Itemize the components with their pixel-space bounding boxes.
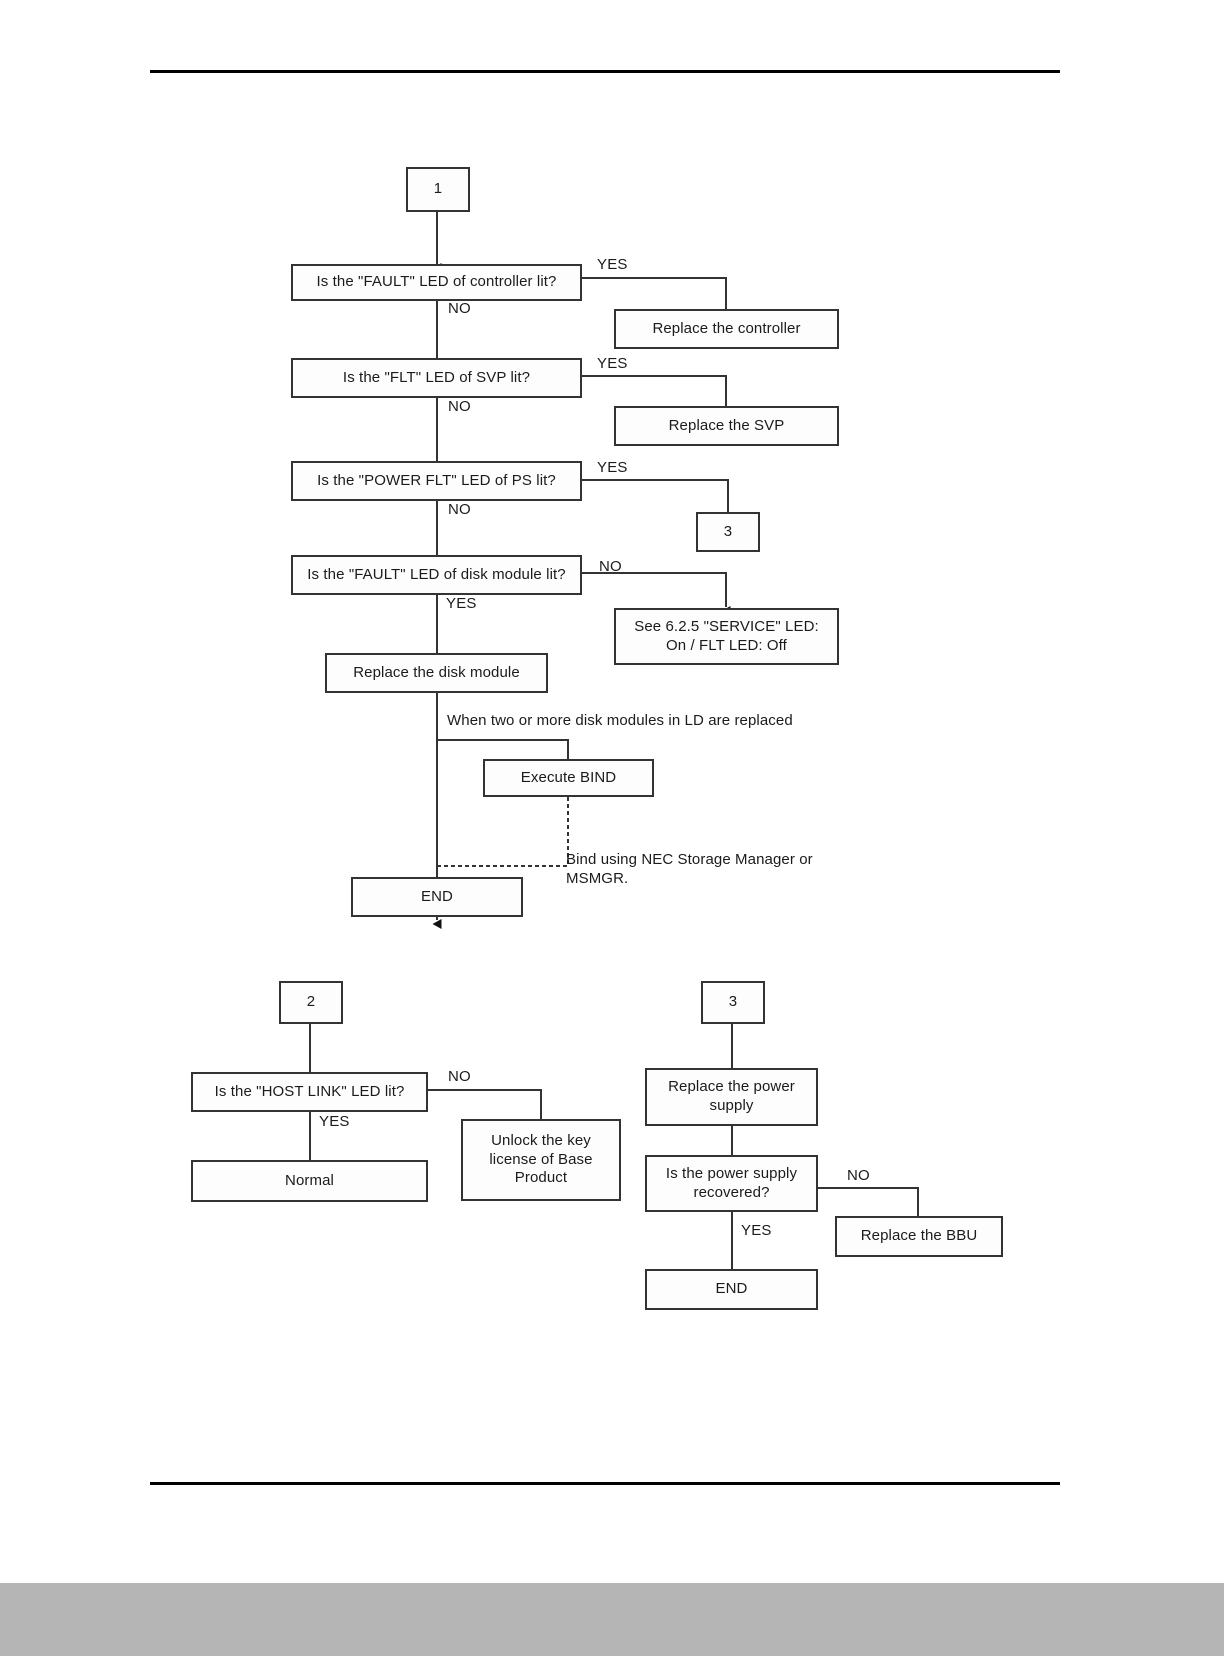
flow3-action-replace-power-supply-label: Replace the power supply bbox=[668, 1078, 795, 1114]
flow1-connector-3-label: 3 bbox=[723, 522, 733, 540]
flow2-result-normal[interactable]: Normal bbox=[191, 1160, 428, 1202]
flow1-start-label: 1 bbox=[433, 180, 443, 198]
flow3-action-replace-bbu-label: Replace the BBU bbox=[860, 1227, 978, 1245]
flow2-start-node[interactable]: 2 bbox=[279, 981, 343, 1024]
header-rule bbox=[150, 70, 1060, 73]
footer-gray-bar bbox=[0, 1583, 1224, 1656]
flow1-action-replace-disk-module[interactable]: Replace the disk module bbox=[325, 653, 548, 693]
flow1-label-power-flt-no: NO bbox=[448, 501, 471, 518]
flow1-note-bind-using: Bind using NEC Storage Manager or MSMGR. bbox=[566, 830, 866, 889]
flow1-end-node[interactable]: END bbox=[351, 877, 523, 917]
flow1-label-power-flt-yes: YES bbox=[597, 459, 628, 476]
flow3-start-node[interactable]: 3 bbox=[701, 981, 765, 1024]
flow1-question-flt-svp-label: Is the "FLT" LED of SVP lit? bbox=[342, 368, 531, 386]
flow1-action-execute-bind[interactable]: Execute BIND bbox=[483, 759, 654, 797]
flow1-action-replace-controller-label: Replace the controller bbox=[652, 319, 801, 337]
flow3-question-power-recovered-label: Is the power supply recovered? bbox=[665, 1164, 798, 1201]
flow1-note-two-or-more: When two or more disk modules in LD are … bbox=[447, 711, 847, 731]
footer-rule bbox=[150, 1482, 1060, 1485]
flow1-end-label: END bbox=[421, 887, 453, 905]
flow1-action-replace-svp-label: Replace the SVP bbox=[668, 416, 785, 434]
flow3-action-replace-power-supply[interactable]: Replace the power supply bbox=[645, 1068, 818, 1126]
flow1-connector-3[interactable]: 3 bbox=[696, 512, 760, 552]
flow1-question-fault-disk[interactable]: Is the "FAULT" LED of disk module lit? bbox=[291, 555, 582, 595]
flow1-action-execute-bind-label: Execute BIND bbox=[520, 768, 617, 786]
flow2-label-host-link-yes: YES bbox=[319, 1113, 350, 1130]
flow1-label-fault-controller-yes: YES bbox=[597, 256, 628, 273]
flow1-question-power-flt-ps-label: Is the "POWER FLT" LED of PS lit? bbox=[317, 471, 556, 489]
flow1-action-replace-disk-module-label: Replace the disk module bbox=[353, 663, 520, 681]
flow3-end-label: END bbox=[715, 1280, 748, 1298]
flow1-label-flt-svp-yes: YES bbox=[597, 355, 628, 372]
flow1-label-fault-disk-yes: YES bbox=[446, 595, 477, 612]
flow1-label-fault-disk-no: NO bbox=[599, 558, 622, 575]
flow1-question-fault-controller[interactable]: Is the "FAULT" LED of controller lit? bbox=[291, 264, 582, 301]
flow1-label-fault-controller-no: NO bbox=[448, 300, 471, 317]
flow1-question-fault-disk-label: Is the "FAULT" LED of disk module lit? bbox=[307, 565, 566, 583]
flow3-start-label: 3 bbox=[728, 993, 738, 1011]
flow2-start-label: 2 bbox=[306, 993, 316, 1011]
flow3-label-recovered-no: NO bbox=[847, 1167, 870, 1184]
flow1-label-flt-svp-no: NO bbox=[448, 398, 471, 415]
flow1-question-flt-svp[interactable]: Is the "FLT" LED of SVP lit? bbox=[291, 358, 582, 398]
flow1-question-fault-controller-label: Is the "FAULT" LED of controller lit? bbox=[316, 273, 557, 291]
flow2-question-host-link-label: Is the "HOST LINK" LED lit? bbox=[214, 1082, 405, 1100]
flow1-action-replace-svp[interactable]: Replace the SVP bbox=[614, 406, 839, 446]
flow3-action-replace-bbu[interactable]: Replace the BBU bbox=[835, 1216, 1003, 1257]
flow3-label-recovered-yes: YES bbox=[741, 1222, 772, 1239]
flow1-question-power-flt-ps[interactable]: Is the "POWER FLT" LED of PS lit? bbox=[291, 461, 582, 501]
flow2-question-host-link[interactable]: Is the "HOST LINK" LED lit? bbox=[191, 1072, 428, 1112]
flow1-start-node[interactable]: 1 bbox=[406, 167, 470, 212]
flow1-note-bind-using-text: Bind using NEC Storage Manager or MSMGR. bbox=[566, 850, 813, 888]
flow2-action-unlock-key-license-label: Unlock the key license of Base Product bbox=[489, 1131, 593, 1187]
flow1-ref-service-led[interactable]: See 6.2.5 "SERVICE" LED: On / FLT LED: O… bbox=[614, 608, 839, 665]
flow2-result-normal-label: Normal bbox=[285, 1171, 334, 1189]
flow3-end-node[interactable]: END bbox=[645, 1269, 818, 1310]
flow1-ref-service-led-label: See 6.2.5 "SERVICE" LED: On / FLT LED: O… bbox=[634, 617, 819, 654]
flow2-label-host-link-no: NO bbox=[448, 1068, 471, 1085]
flow2-action-unlock-key-license[interactable]: Unlock the key license of Base Product bbox=[461, 1119, 621, 1201]
flow1-action-replace-controller[interactable]: Replace the controller bbox=[614, 309, 839, 349]
flow1-note-two-or-more-text: When two or more disk modules in LD are … bbox=[447, 712, 793, 729]
flow3-question-power-recovered[interactable]: Is the power supply recovered? bbox=[645, 1155, 818, 1212]
